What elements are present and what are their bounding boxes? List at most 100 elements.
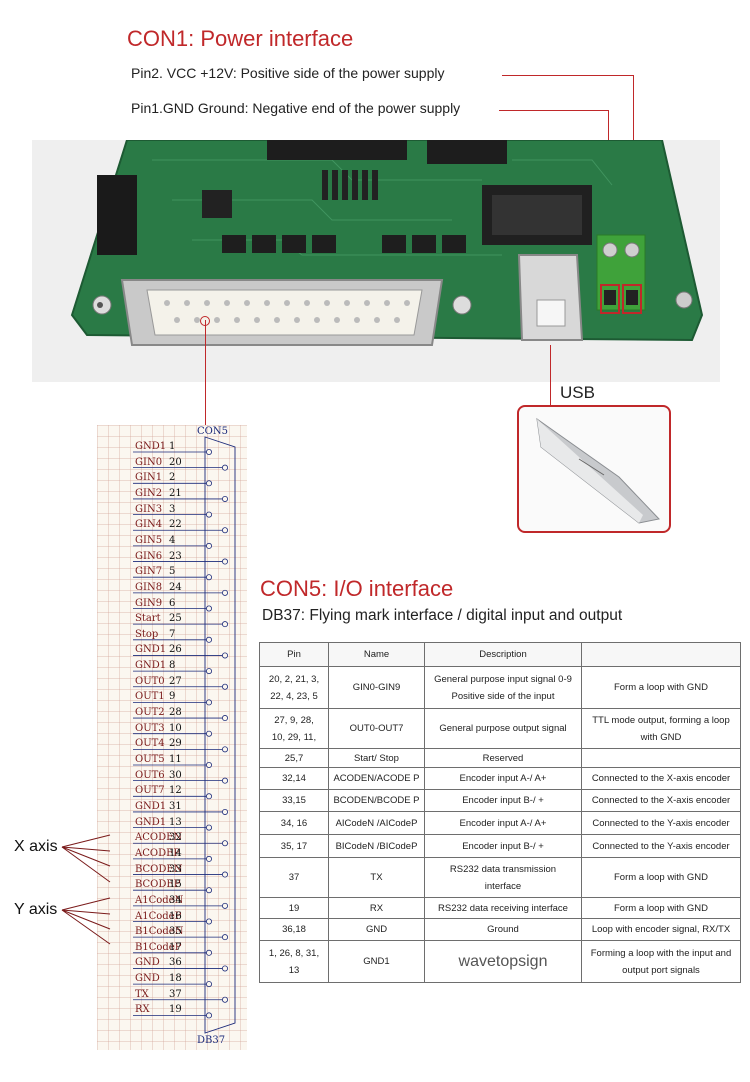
schematic-pin-contact <box>222 589 229 596</box>
usb-leader <box>550 345 551 405</box>
table-cell-name: OUT0-OUT7 <box>328 708 425 749</box>
table-cell-name: ACODEN/ACODE P <box>328 767 425 790</box>
schematic-pin-name: GND <box>135 973 160 985</box>
schematic-pin-number: 18 <box>169 973 182 985</box>
schematic-pin-name: GND1 <box>135 644 167 656</box>
schematic-pin-name: GND1 <box>135 816 167 828</box>
schematic-pin-number: 19 <box>169 1004 182 1016</box>
table-cell-name: TX <box>328 857 425 898</box>
schematic-pin-contact <box>222 746 229 753</box>
schematic-pin-contact <box>206 793 213 800</box>
schematic-pin-number: 22 <box>169 519 182 531</box>
schematic-pin-contact <box>206 1012 213 1019</box>
table-cell-name: GIN0-GIN9 <box>328 666 425 709</box>
io-title: CON5: I/O interface <box>260 576 453 602</box>
schematic-pin-contact <box>222 464 229 471</box>
schematic-pin-name: GIN2 <box>135 487 163 499</box>
schematic-pin-contact <box>222 871 229 878</box>
table-cell-note: Connected to the X-axis encoder <box>581 789 741 812</box>
pin2-description: Pin2. VCC +12V: Positive side of the pow… <box>131 65 445 81</box>
schematic-pin-name: BCODEP <box>135 879 181 891</box>
schematic-pin-name: GND1 <box>135 800 167 812</box>
io-subtitle: DB37: Flying mark interface / digital in… <box>262 607 623 624</box>
schematic-pin-name: GIN9 <box>135 597 163 609</box>
schematic-pin-name: OUT6 <box>135 769 165 781</box>
table-cell-pin: 19 <box>259 897 329 919</box>
usb-label: USB <box>560 383 595 402</box>
schematic-pin-number: 26 <box>169 644 182 656</box>
table-cell-pin: 33,15 <box>259 789 329 812</box>
table-cell-desc: General purpose output signal <box>424 708 582 749</box>
table-header-row: Pin Name Description <box>259 642 741 667</box>
schematic-pin-number: 15 <box>169 879 182 891</box>
pin1-leader-h <box>499 110 609 111</box>
table-header-name: Name <box>328 642 425 667</box>
schematic-pin-number: 31 <box>169 800 182 812</box>
schematic-pin-name: B1CodeP <box>135 941 182 953</box>
schematic-pin-name: OUT3 <box>135 722 165 734</box>
schematic-pin-number: 34 <box>169 894 182 906</box>
schematic-pin-contact <box>222 840 229 847</box>
schematic-pin-name: OUT4 <box>135 738 165 750</box>
schematic-pin-contact <box>206 448 213 455</box>
schematic-pin-name: B1CodeN <box>135 926 184 938</box>
schematic-pin-name: GIN5 <box>135 534 163 546</box>
table-cell-note: Form a loop with GND <box>581 897 741 919</box>
schematic-pin-number: 14 <box>169 847 182 859</box>
table-cell-note: Form a loop with GND <box>581 666 741 709</box>
schematic-pin-name: A1CodeP <box>135 910 182 922</box>
power-title: CON1: Power interface <box>127 26 353 52</box>
power-title-rest: Power interface <box>194 26 354 51</box>
table-cell-pin: 25,7 <box>259 748 329 768</box>
table-cell-pin: 35, 17 <box>259 834 329 858</box>
schematic-pin-name: BCODEN <box>135 863 183 875</box>
schematic-pin-number: 11 <box>169 754 182 765</box>
schematic-pin-contact <box>206 511 213 518</box>
table-cell-desc: General purpose input signal 0-9 Positiv… <box>424 666 582 709</box>
schematic-pin-name: GIN3 <box>135 503 163 515</box>
schematic-pin-number: 21 <box>169 487 182 499</box>
table-header-note <box>581 642 741 667</box>
schematic-pin-number: 30 <box>169 769 182 781</box>
schematic-pin-contact <box>222 934 229 941</box>
io-title-rest: I/O interface <box>327 576 454 601</box>
schematic-pin-contact <box>206 761 213 768</box>
schematic-pin-name: GIN8 <box>135 581 163 593</box>
x-axis-label: X axis <box>14 838 58 855</box>
schematic-pin-contact <box>222 621 229 628</box>
table-cell-name: Start/ Stop <box>328 748 425 768</box>
schematic-pin-name: OUT0 <box>135 675 165 687</box>
schematic-pin-name: OUT2 <box>135 707 165 719</box>
schematic-pin-name: OUT5 <box>135 754 165 765</box>
table-cell-note: Loop with encoder signal, RX/TX <box>581 918 741 941</box>
table-cell-note <box>581 748 741 768</box>
table-cell-name: GND1 <box>328 940 425 983</box>
schematic-pin-name: GIN4 <box>135 519 163 531</box>
schematic-pin-number: 2 <box>169 472 176 484</box>
table-cell-pin: 20, 2, 21, 3, 22, 4, 23, 5 <box>259 666 329 709</box>
schematic-pin-number: 37 <box>169 988 182 1000</box>
table-cell-name: RX <box>328 897 425 919</box>
power-title-prefix: CON1: <box>127 26 195 51</box>
schematic-pin-number: 32 <box>169 832 182 844</box>
schematic-pin-contact <box>206 668 213 675</box>
schematic-pin-number: 6 <box>169 597 176 609</box>
schematic-pin-name: OUT7 <box>135 785 165 797</box>
axis-brackets <box>61 834 111 945</box>
schematic-pin-contact <box>206 855 213 862</box>
schematic-pin-contact <box>206 981 213 988</box>
table-cell-note: Connected to the X-axis encoder <box>581 767 741 790</box>
io-title-prefix: CON5: <box>260 576 328 601</box>
table-cell-name: GND <box>328 918 425 941</box>
schematic-pin-number: 36 <box>169 957 182 969</box>
schematic-pin-contact <box>222 902 229 909</box>
schematic-pin-contact <box>222 683 229 690</box>
y-axis-label: Y axis <box>14 901 58 918</box>
